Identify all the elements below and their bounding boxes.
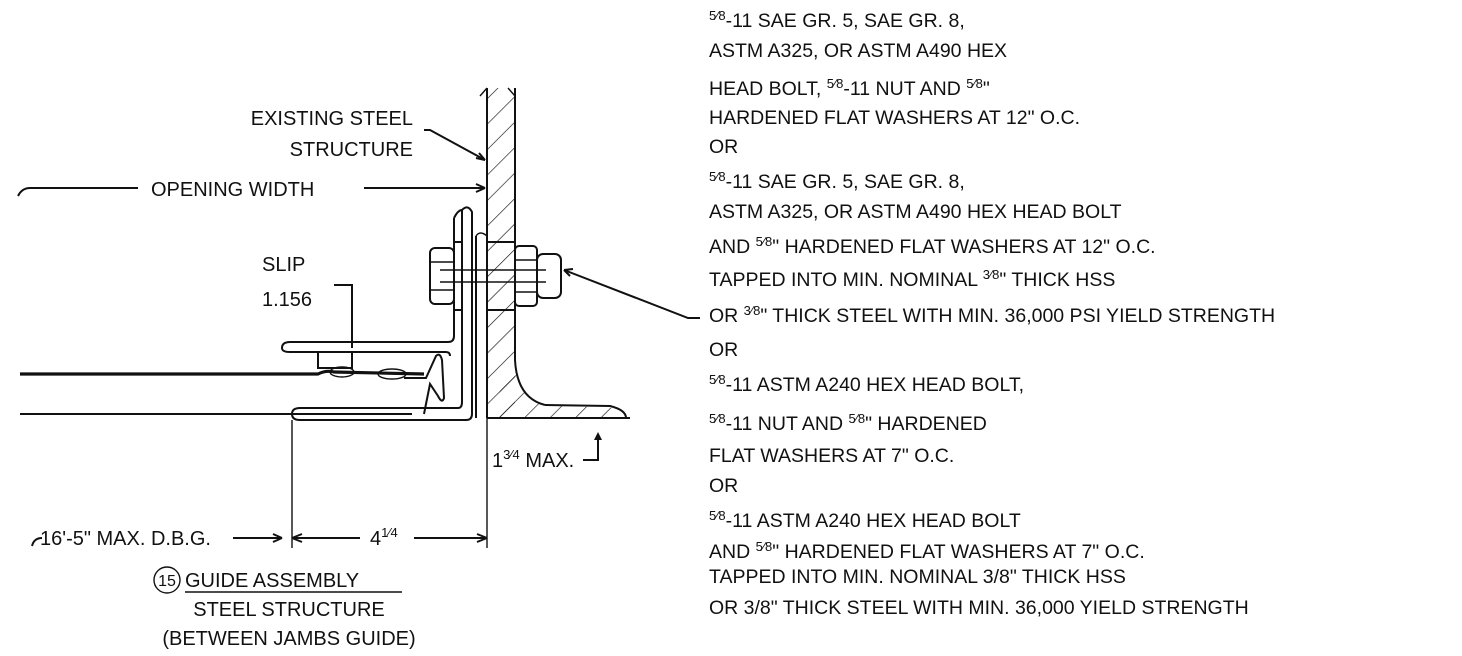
note-line: 5⁄8-11 NUT AND 5⁄8" HARDENED: [709, 411, 987, 435]
note-line: 5⁄8-11 ASTM A240 HEX HEAD BOLT: [709, 508, 1021, 532]
note-line: 5⁄8-11 SAE GR. 5, SAE GR. 8,: [709, 169, 965, 193]
note-line: OR 3/8" THICK STEEL WITH MIN. 36,000 YIE…: [709, 597, 1249, 619]
detail-number-circle: [153, 566, 181, 594]
fastening-notes: 5⁄8-11 SAE GR. 5, SAE GR. 8, ASTM A325, O…: [709, 8, 1275, 619]
slip-label: SLIP: [262, 254, 305, 276]
title-line-1: GUIDE ASSEMBLY: [185, 570, 359, 592]
detail-number: 15: [158, 573, 176, 590]
title-line-2: STEEL STRUCTURE: [193, 599, 385, 621]
title-line-3: (BETWEEN JAMBS GUIDE): [162, 628, 415, 650]
opening-width-label: OPENING WIDTH: [151, 179, 314, 201]
note-line: FLAT WASHERS AT 7" O.C.: [709, 445, 954, 467]
existing-steel-label-1: EXISTING STEEL: [251, 108, 413, 130]
note-line: TAPPED INTO MIN. NOMINAL 3/8" THICK HSS: [709, 566, 1126, 588]
note-line: OR 3⁄8" THICK STEEL WITH MIN. 36,000 PSI…: [709, 303, 1275, 327]
dbg-leader: [31, 537, 43, 547]
note-line: TAPPED INTO MIN. NOMINAL 3⁄8" THICK HSS: [709, 267, 1115, 291]
note-line: OR: [709, 136, 738, 158]
slip-value: 1.156: [262, 289, 312, 311]
note-line: OR: [709, 475, 738, 497]
max-dimension-label: 13⁄4 MAX.: [492, 447, 574, 472]
note-line: 5⁄8-11 ASTM A240 HEX HEAD BOLT,: [709, 372, 1024, 396]
note-line: ASTM A325, OR ASTM A490 HEX: [709, 40, 1007, 62]
guide-angle: [280, 206, 488, 421]
width-dimension-label: 41⁄4: [370, 525, 398, 550]
existing-steel-structure: [479, 87, 630, 419]
note-line: AND 5⁄8" HARDENED FLAT WASHERS AT 12" O.…: [709, 234, 1156, 258]
note-line: OR: [709, 339, 738, 361]
dbg-label: 16'-5" MAX. D.B.G.: [40, 528, 211, 550]
door-panel-edge: [20, 352, 446, 415]
leaders: [17, 129, 700, 548]
hex-head-bolt: [429, 241, 562, 311]
note-line: HARDENED FLAT WASHERS AT 12" O.C.: [709, 107, 1080, 129]
note-line: HEAD BOLT, 5⁄8-11 NUT AND 5⁄8": [709, 76, 990, 100]
existing-steel-label-2: STRUCTURE: [290, 139, 413, 161]
note-line: AND 5⁄8" HARDENED FLAT WASHERS AT 7" O.C…: [709, 539, 1145, 563]
note-line: 5⁄8-11 SAE GR. 5, SAE GR. 8,: [709, 8, 965, 32]
detail-title: 15 GUIDE ASSEMBLY STEEL STRUCTURE (BETWE…: [153, 566, 416, 650]
note-line: ASTM A325, OR ASTM A490 HEX HEAD BOLT: [709, 201, 1122, 223]
